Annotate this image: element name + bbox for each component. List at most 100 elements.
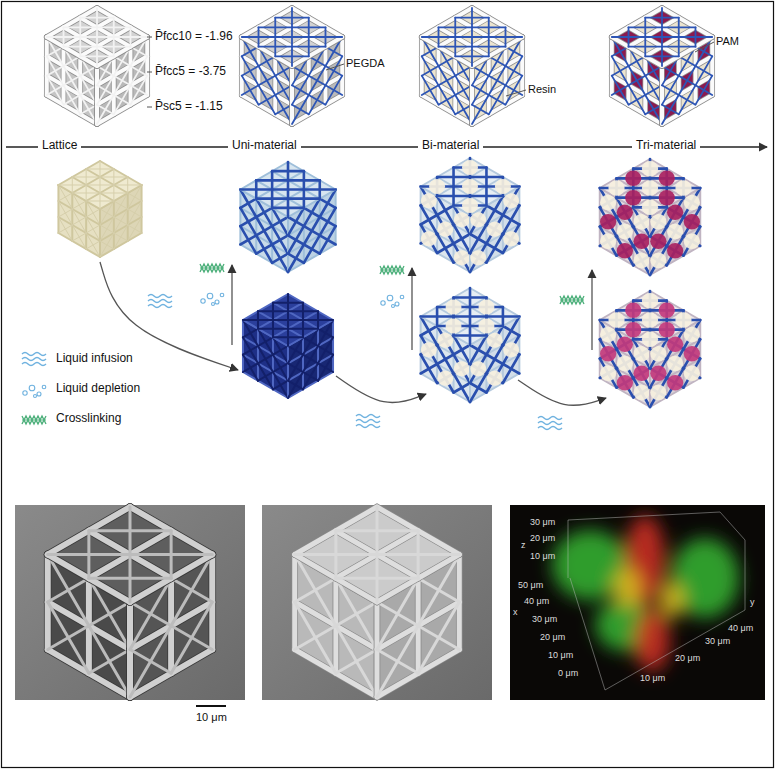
bubble — [392, 305, 395, 308]
cross-strut — [171, 626, 212, 650]
material-blob — [446, 299, 462, 314]
wave-line — [148, 295, 172, 298]
cube-face — [48, 507, 213, 602]
material-blob — [462, 160, 478, 175]
material-blob — [650, 365, 666, 380]
bubble — [215, 300, 219, 304]
cross-strut — [309, 95, 326, 105]
cross-strut — [418, 626, 459, 650]
cross-strut — [273, 381, 288, 390]
cross-strut — [662, 26, 695, 28]
cross-strut — [259, 26, 292, 28]
lattice-strut — [693, 47, 697, 105]
cross-strut — [273, 302, 303, 304]
cube-face — [240, 162, 335, 217]
cross-strut — [455, 55, 488, 57]
cross-strut — [97, 105, 114, 115]
material-blob — [642, 200, 658, 215]
cross-strut — [242, 36, 275, 38]
cross-strut — [295, 553, 377, 556]
lattice-cube — [47, 8, 147, 124]
lattice-strut — [127, 193, 129, 241]
strut-outline — [323, 47, 329, 105]
bubble — [37, 392, 41, 396]
material-blob — [608, 180, 624, 195]
cross-strut — [304, 188, 336, 191]
material-label: PEGDA — [346, 57, 385, 70]
cross-strut — [454, 234, 470, 244]
lattice-strut — [303, 208, 305, 263]
lattice-strut — [649, 349, 651, 407]
cross-strut — [243, 319, 273, 321]
material-blob — [470, 361, 486, 376]
cross-strut — [486, 244, 502, 254]
legend-text: Liquid depletion — [56, 382, 140, 396]
cross-strut — [243, 329, 258, 338]
cross-strut — [47, 36, 80, 38]
axis-label: 30 μm — [705, 636, 730, 646]
lattice-strut — [453, 206, 455, 263]
axis-label: 30 μm — [532, 614, 557, 624]
strut-outline — [519, 37, 525, 95]
cross-strut — [320, 235, 336, 244]
material-blob — [487, 222, 503, 237]
lattice-strut — [273, 56, 277, 114]
stage-label: Bi-material — [418, 139, 483, 153]
uni-material-cube — [242, 8, 342, 124]
cube-face — [600, 291, 700, 349]
cross-strut — [320, 199, 336, 208]
cross-strut — [304, 208, 320, 217]
material-blob — [478, 299, 494, 314]
cross-strut — [273, 319, 303, 321]
cross-strut — [454, 345, 470, 355]
mesh-line — [22, 416, 46, 424]
scale-label: 10 μm — [196, 711, 227, 724]
cross-strut — [48, 553, 130, 556]
cross-strut — [86, 169, 114, 170]
material-blob — [503, 231, 519, 246]
cross-strut — [292, 26, 325, 28]
cross-strut — [80, 17, 113, 19]
cross-strut — [472, 105, 489, 115]
cross-strut — [258, 355, 273, 364]
cross-strut — [130, 553, 212, 556]
cross-strut — [130, 650, 171, 674]
cross-strut — [489, 76, 506, 86]
cross-strut — [318, 329, 333, 338]
axis-line — [568, 520, 569, 578]
cross-strut — [318, 346, 333, 355]
strut-outline — [339, 37, 345, 95]
cross-strut — [612, 36, 645, 38]
fluorescence — [552, 515, 739, 672]
cube-face — [422, 8, 522, 66]
cross-strut — [505, 66, 522, 76]
material-blob — [625, 322, 641, 337]
cross-strut — [272, 188, 304, 191]
material-blob — [421, 342, 437, 357]
lattice-strut — [112, 56, 116, 114]
cross-strut — [130, 66, 147, 76]
cross-strut — [114, 233, 128, 241]
cross-strut — [242, 66, 259, 76]
cross-strut — [486, 355, 502, 365]
material-blob — [600, 233, 616, 248]
bubble — [42, 385, 46, 389]
material-blob — [617, 243, 633, 258]
lattice-strut — [600, 159, 650, 188]
strut-outline — [306, 56, 312, 114]
lattice-strut — [287, 346, 289, 398]
material-blob — [625, 190, 641, 205]
strut-outline — [486, 56, 492, 114]
lattice-strut — [643, 56, 647, 114]
axis-label: 30 μm — [530, 517, 555, 527]
process-arrow — [336, 376, 426, 403]
strut-outline — [289, 66, 295, 124]
cross-strut — [258, 310, 288, 312]
cross-strut — [86, 201, 114, 202]
cross-strut — [89, 602, 130, 626]
crosslink-icon — [560, 296, 584, 304]
cross-strut — [612, 66, 629, 76]
cross-strut — [292, 46, 325, 48]
cross-strut — [377, 553, 459, 556]
mesh-line — [200, 268, 224, 269]
